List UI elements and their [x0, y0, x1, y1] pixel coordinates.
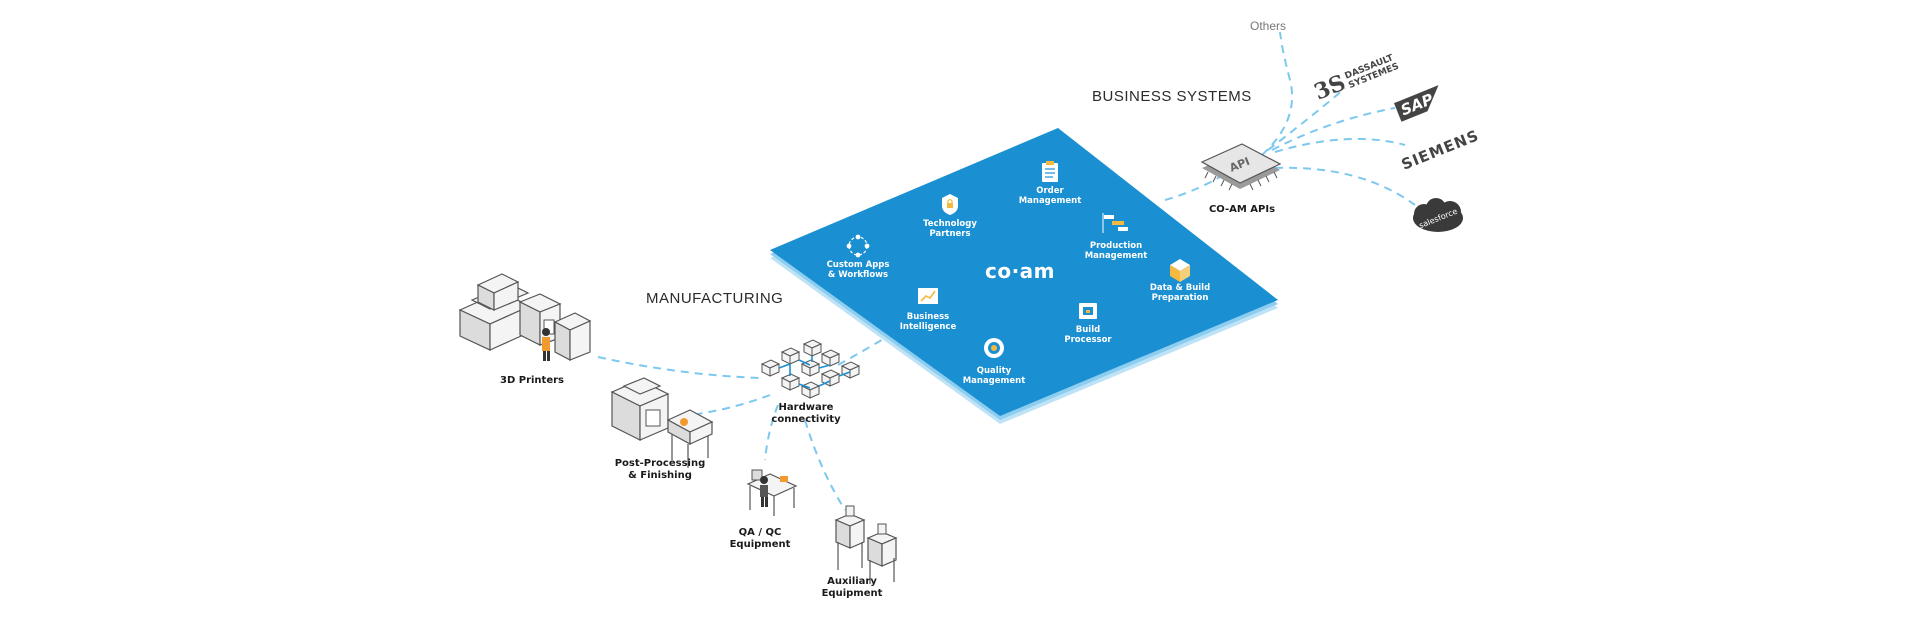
co-am-api-node[interactable]: API CO-AM APIs: [1200, 143, 1282, 215]
module-label-line1: Build: [1076, 325, 1100, 335]
connector-api-dassault: [1267, 87, 1346, 151]
3d-printer-icon: [458, 273, 592, 361]
connector-api-siemens: [1274, 137, 1406, 153]
processor-icon: [1079, 303, 1097, 319]
auxiliary-label-line1: Auxiliary: [827, 576, 877, 587]
qa-label-line2: Equipment: [730, 539, 791, 550]
module-label-line1: Production: [1090, 241, 1142, 251]
auxiliary-equipment-icon: [834, 505, 898, 584]
module-technology-partners[interactable]: Technology Partners: [923, 194, 977, 239]
business-systems-title: BUSINESS SYSTEMS: [1092, 88, 1252, 105]
qa-workstation-icon: [746, 469, 798, 516]
module-label-line2: Management: [963, 376, 1026, 386]
equipment-post-processing[interactable]: Post-Processing & Finishing: [610, 377, 714, 481]
connector-hub-auxiliary: [804, 419, 846, 511]
dassault-systemes-logo: 3S DASSAULT SYSTEMES: [1311, 53, 1401, 106]
sap-logo: SAP: [1394, 85, 1439, 122]
api-chip-icon: API: [1200, 143, 1282, 191]
connector-hub-platform: [837, 334, 891, 366]
module-label-line1: Order: [1036, 186, 1064, 196]
3d-printers-label: 3D Printers: [500, 375, 564, 386]
auxiliary-label-line2: Equipment: [822, 588, 883, 599]
equipment-auxiliary[interactable]: Auxiliary Equipment: [822, 505, 898, 599]
module-label-line1: Data & Build: [1150, 283, 1210, 293]
co-am-logo: co·am: [985, 259, 1055, 283]
module-label-line1: Custom Apps: [827, 260, 890, 270]
others-label: Others: [1250, 19, 1286, 33]
chart-icon: [918, 288, 938, 304]
cube-icon: [1170, 259, 1190, 282]
api-label: CO-AM APIs: [1209, 204, 1275, 215]
siemens-logo: SIEMENS: [1399, 126, 1482, 173]
module-label-line2: Management: [1019, 196, 1082, 206]
module-order-management[interactable]: Order Management: [1019, 161, 1082, 206]
operator-figure-icon: [542, 328, 550, 361]
connector-api-sap: [1271, 107, 1396, 151]
module-label-line2: Partners: [929, 229, 970, 239]
module-label-line1: Quality: [977, 366, 1012, 376]
module-business-intelligence[interactable]: Business Intelligence: [900, 288, 957, 332]
connector-hub-qa: [764, 404, 779, 461]
connector-api-others: [1261, 31, 1294, 156]
platform-top: [770, 128, 1278, 416]
connector-printers-hub: [597, 356, 761, 379]
module-quality-management[interactable]: Quality Management: [963, 338, 1026, 386]
post-processing-label-line1: Post-Processing: [615, 458, 706, 469]
equipment-qa-qc[interactable]: QA / QC Equipment: [730, 469, 798, 550]
module-label-line2: & Workflows: [828, 270, 888, 280]
shield-lock-icon: [942, 194, 958, 215]
connector-api-salesforce: [1274, 166, 1416, 206]
module-label-line2: Management: [1085, 251, 1148, 261]
network-icon: [846, 234, 870, 258]
co-am-platform: co·am Custom Apps & Workflows Technology…: [770, 128, 1278, 424]
svg-text:3S: 3S: [1311, 70, 1350, 106]
siemens-text: SIEMENS: [1399, 126, 1482, 173]
module-custom-apps[interactable]: Custom Apps & Workflows: [827, 234, 890, 280]
hardware-grid-icon: [760, 339, 861, 399]
hardware-label-line2: connectivity: [771, 414, 841, 425]
salesforce-logo: salesforce: [1413, 198, 1463, 232]
gantt-icon: [1102, 213, 1128, 233]
module-production-management[interactable]: Production Management: [1085, 213, 1148, 261]
qa-label-line1: QA / QC: [739, 527, 782, 538]
module-label-line2: Processor: [1064, 335, 1112, 345]
quality-badge-icon: [984, 338, 1004, 358]
equipment-hardware-connectivity[interactable]: Hardware connectivity: [760, 339, 861, 425]
module-label-line2: Intelligence: [900, 322, 957, 332]
module-label-line1: Business: [907, 312, 949, 322]
module-data-build-preparation[interactable]: Data & Build Preparation: [1150, 259, 1210, 303]
post-processing-machine-icon: [610, 377, 714, 468]
hardware-label-line1: Hardware: [779, 402, 834, 413]
module-label-line1: Technology: [923, 219, 977, 229]
clipboard-icon: [1042, 161, 1058, 182]
equipment-3d-printers[interactable]: 3D Printers: [458, 273, 592, 386]
manufacturing-title: MANUFACTURING: [646, 290, 783, 307]
connector-hub-postprocessing: [689, 394, 771, 416]
module-build-processor[interactable]: Build Processor: [1064, 303, 1112, 345]
post-processing-label-line2: & Finishing: [628, 470, 692, 481]
module-label-line2: Preparation: [1152, 293, 1209, 303]
